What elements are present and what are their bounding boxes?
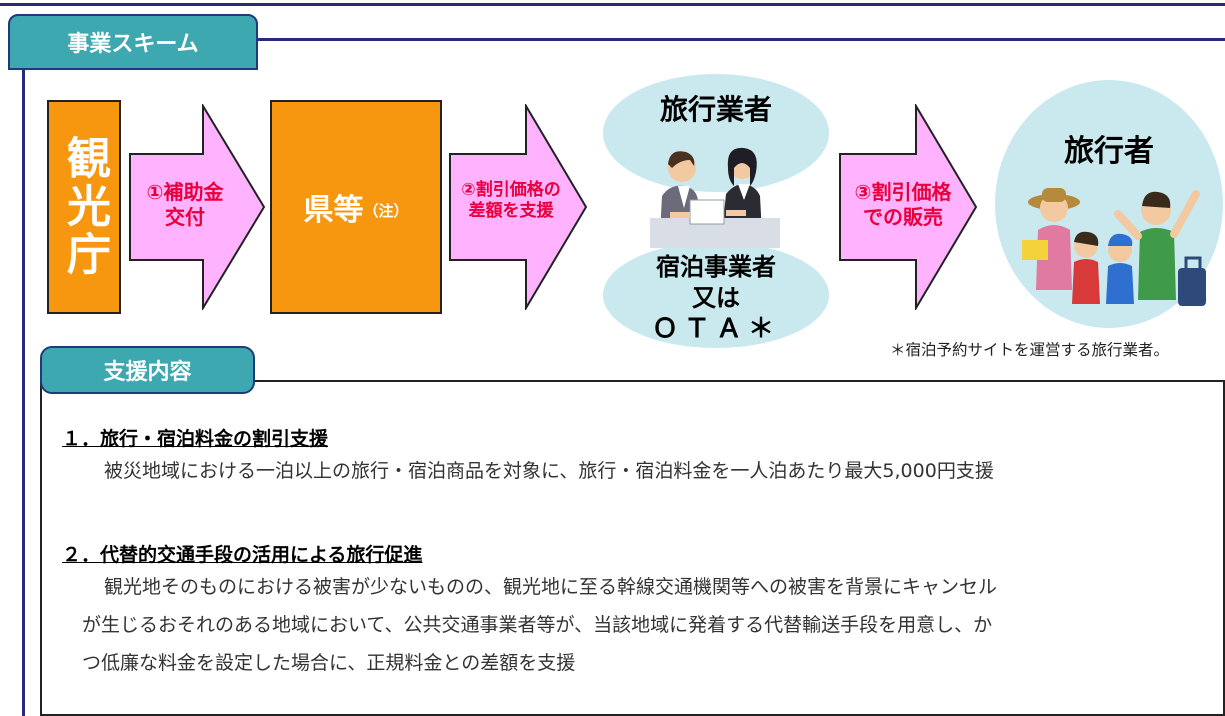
travel-agency-label: 旅行業者 xyxy=(659,93,772,126)
arrow-3-line1: ③割引価格 xyxy=(854,180,952,204)
scheme-frame-left xyxy=(22,66,25,716)
lodging-line1: 宿泊事業者 xyxy=(656,253,776,281)
scheme-tab: 事業スキーム xyxy=(8,14,258,70)
arrow-2 xyxy=(449,104,588,310)
top-frame-edge xyxy=(0,0,1225,6)
scheme-tab-label: 事業スキーム xyxy=(67,32,199,57)
scheme-frame-top xyxy=(255,38,1225,41)
arrow-1-line2: 交付 xyxy=(165,205,205,229)
item-1-text: 被災地域における一泊以上の旅行・宿泊商品を対象に、旅行・宿泊料金を一人泊あたり最… xyxy=(104,460,994,482)
prefecture-note: （注） xyxy=(363,201,409,220)
traveler-label: 旅行者 xyxy=(1064,134,1154,169)
arrow-1-line1: ①補助金 xyxy=(146,180,224,204)
arrow-3-label: ③割引価格 での販売 xyxy=(838,180,968,230)
item-2-text-line1: 観光地そのものにおける被害が少ないものの、観光地に至る幹線交通機関等への被害を背… xyxy=(104,576,998,598)
lodging-line3: ＯＴＡ＊ xyxy=(651,314,780,344)
ota-footnote: ＊宿泊予約サイトを運営する旅行業者。 xyxy=(890,341,1170,359)
lodging-ellipse xyxy=(603,242,829,348)
travel-agency-ellipse xyxy=(603,74,829,192)
travelers-illustration xyxy=(1022,188,1206,306)
arrow-2-line2: 差額を支援 xyxy=(468,201,554,222)
arrow-3-line2: での販売 xyxy=(863,205,943,229)
arrow-2-label: ②割引価格の 差額を支援 xyxy=(450,180,572,223)
item-2-text-line2: が生じるおそれのある地域において、公共交通事業者等が、当該地域に発着する代替輸送… xyxy=(82,614,993,636)
arrow-3 xyxy=(839,104,978,310)
arrow-1 xyxy=(129,104,266,310)
agency-label: 観光庁 xyxy=(59,135,110,279)
item-1-heading: １．旅行・宿泊料金の割引支援 xyxy=(62,428,329,450)
arrow-2-line1: ②割引価格の xyxy=(461,180,561,200)
prefecture-label: 県等 xyxy=(303,193,364,228)
lodging-line2: 又は xyxy=(692,284,740,312)
business-meeting-illustration xyxy=(650,147,780,248)
support-tab-label: 支援内容 xyxy=(103,360,192,385)
agency-box: 観光庁 xyxy=(47,100,121,314)
prefecture-box: 県等 （注） xyxy=(270,100,442,314)
support-content-box xyxy=(40,380,1225,716)
item-2-text-line3: つ低廉な料金を設定した場合に、正規料金との差額を支援 xyxy=(82,652,576,674)
support-tab: 支援内容 xyxy=(40,346,255,394)
lodging-label: 宿泊事業者 又は ＯＴＡ＊ xyxy=(603,252,829,345)
arrow-1-label: ①補助金 交付 xyxy=(130,180,240,230)
item-2-heading: ２．代替的交通手段の活用による旅行促進 xyxy=(62,544,423,566)
